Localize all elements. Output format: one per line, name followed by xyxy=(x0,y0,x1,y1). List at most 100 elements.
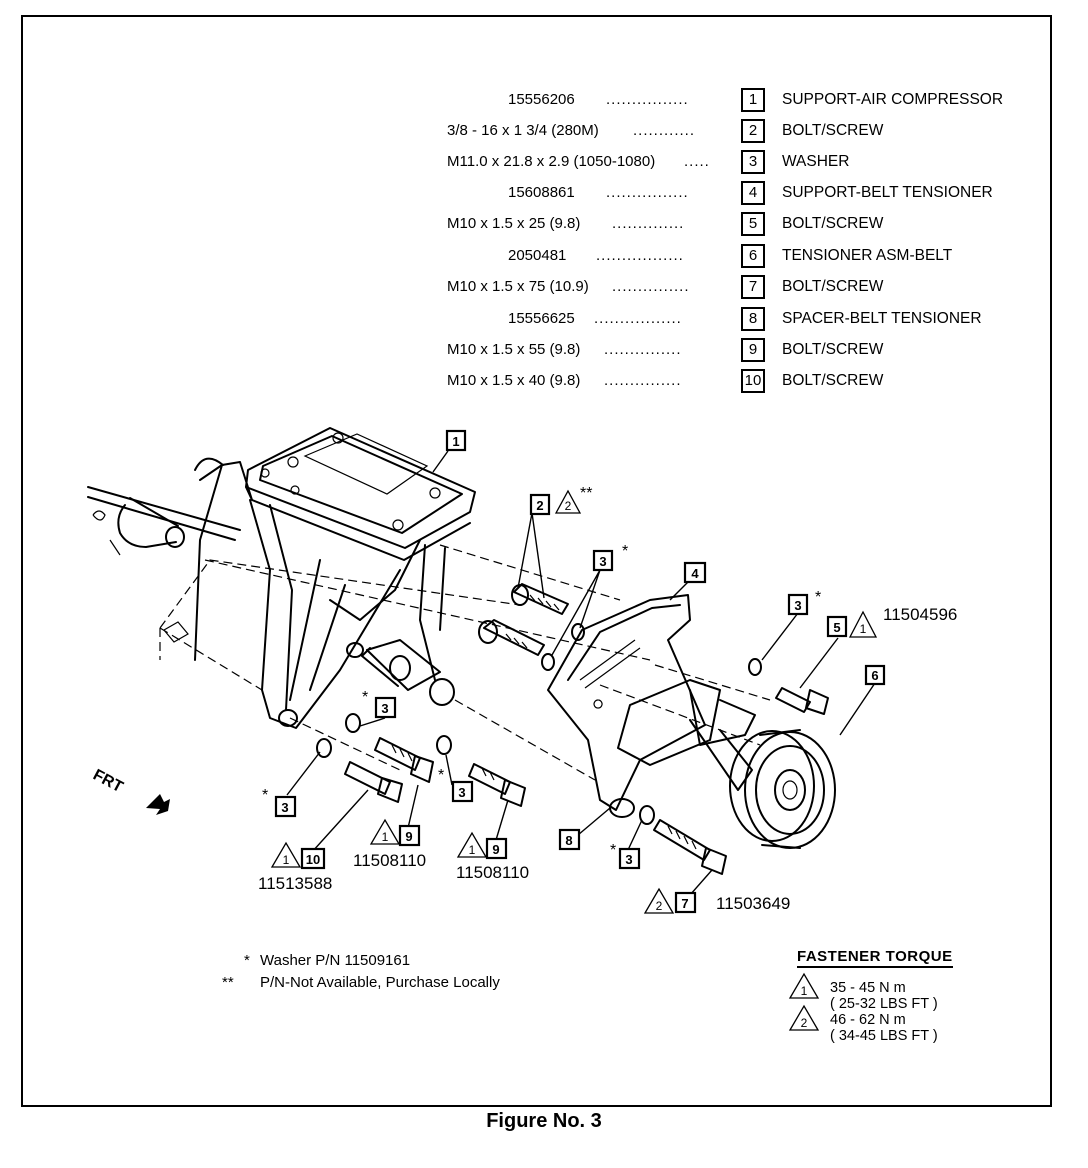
parts-row: M10 x 1.5 x 55 (9.8) ............... 9 B… xyxy=(0,338,1050,364)
part-description: BOLT/SCREW xyxy=(782,278,884,295)
callout-number: 7 xyxy=(681,896,688,911)
callout-box xyxy=(558,828,581,851)
callout-box xyxy=(864,664,886,686)
part-description: BOLT/SCREW xyxy=(782,215,884,232)
leader-lines xyxy=(286,450,876,896)
parts-row: M10 x 1.5 x 75 (10.9) ............... 7 … xyxy=(0,275,1050,301)
parts-row: 15556625 ................. 8 SPACER-BELT… xyxy=(0,307,1050,333)
footnote: **P/N-Not Available, Purchase Locally xyxy=(222,974,500,996)
alignment-lines xyxy=(159,544,771,781)
callout-box xyxy=(445,429,467,452)
callout-number: 3 xyxy=(794,598,801,613)
torque-spec-number: 2 xyxy=(565,499,572,513)
part-spec: 2050481 xyxy=(508,247,567,264)
part-description: BOLT/SCREW xyxy=(782,122,884,139)
part-number-box: 2 xyxy=(741,119,765,143)
torque-value-imperial: ( 34-45 LBS FT ) xyxy=(830,1028,938,1044)
callout-number: 1 xyxy=(452,434,459,449)
callout-number: 2 xyxy=(536,498,543,513)
part-number-box: 8 xyxy=(741,307,765,331)
torque-triangle-icon xyxy=(848,610,878,638)
callout-box xyxy=(826,615,848,638)
bolts xyxy=(316,583,829,875)
parts-row: M11.0 x 21.8 x 2.9 (1050-1080) ..... 3 W… xyxy=(0,150,1050,176)
leader-dots: ............... xyxy=(612,278,690,295)
part-description: WASHER xyxy=(782,153,850,170)
torque-spec-number: 1 xyxy=(382,830,389,844)
parts-row: M10 x 1.5 x 40 (9.8) ............... 10 … xyxy=(0,369,1050,395)
part-spec: 15608861 xyxy=(508,184,575,201)
tensioner-asm-belt xyxy=(617,679,836,849)
part-spec: M10 x 1.5 x 40 (9.8) xyxy=(447,372,581,389)
footnote-text: Washer P/N 11509161 xyxy=(260,952,411,969)
part-spec: M10 x 1.5 x 25 (9.8) xyxy=(447,215,581,232)
footnote: * Washer P/N 11509161 xyxy=(222,952,500,974)
callout-number: 6 xyxy=(871,668,878,683)
note-marker: ** xyxy=(580,485,592,502)
parts-row: M10 x 1.5 x 25 (9.8) .............. 5 BO… xyxy=(0,212,1050,238)
callout-number: 4 xyxy=(691,566,699,581)
part-spec: 3/8 - 16 x 1 3/4 (280M) xyxy=(447,122,599,139)
callout-number: 3 xyxy=(458,785,465,800)
fastener-torque-legend: FASTENER TORQUE 35 - 45 N m ( 25-32 LBS … xyxy=(790,948,953,1044)
part-spec: 15556206 xyxy=(508,91,575,108)
callout-number: 3 xyxy=(599,554,606,569)
engine-block-fragment xyxy=(87,486,241,556)
callout-box xyxy=(787,593,809,616)
torque-triangle-icon xyxy=(554,489,582,514)
callouts: 1 2 2 ** 3 * 4 3 * 5 1 11504596 6 3 * 3 … xyxy=(258,429,957,1031)
torque-title: FASTENER TORQUE xyxy=(797,948,953,968)
part-number-box: 10 xyxy=(741,369,765,393)
leader-dots: ............... xyxy=(604,341,682,358)
torque-spec: 35 - 45 N m ( 25-32 LBS FT ) 46 - 62 N m… xyxy=(830,980,990,1044)
parts-row: 15556206 ................ 1 SUPPORT-AIR … xyxy=(0,88,1050,114)
torque-triangle-icon xyxy=(643,887,675,914)
front-direction-indicator: FRT xyxy=(90,767,170,815)
torque-spec-number: 1 xyxy=(860,622,867,636)
torque-triangle-icon xyxy=(369,818,401,845)
torque-value: 46 - 62 N m xyxy=(830,1012,906,1028)
note-marker: * xyxy=(622,543,628,560)
torque-spec-number: 2 xyxy=(801,1016,808,1030)
callout-box xyxy=(674,891,697,914)
callout-box xyxy=(618,847,641,870)
leader-dots: ..... xyxy=(684,153,710,170)
part-number-label: 11513588 xyxy=(258,874,332,893)
part-description: SUPPORT-AIR COMPRESSOR xyxy=(782,91,1004,108)
part-number-box: 7 xyxy=(741,275,765,299)
part-number-box: 5 xyxy=(741,212,765,236)
callout-number: 3 xyxy=(381,701,388,716)
support-belt-tensioner xyxy=(547,594,706,818)
callout-box xyxy=(300,847,326,870)
part-spec: M10 x 1.5 x 75 (10.9) xyxy=(447,278,589,295)
part-number-box: 1 xyxy=(741,88,765,112)
torque-triangle-icon xyxy=(456,831,488,858)
torque-triangle-icon xyxy=(788,1004,820,1031)
callout-number: 3 xyxy=(625,852,632,867)
note-marker: * xyxy=(244,952,250,969)
note-marker: * xyxy=(815,589,821,606)
part-description: BOLT/SCREW xyxy=(782,372,884,389)
part-number-box: 3 xyxy=(741,150,765,174)
torque-triangle-icon xyxy=(788,972,820,999)
part-number-label: 11508110 xyxy=(456,863,529,882)
part-number-label: 11508110 xyxy=(353,851,426,870)
part-description: BOLT/SCREW xyxy=(782,341,884,358)
torque-value: 35 - 45 N m xyxy=(830,980,906,996)
torque-spec-number: 1 xyxy=(801,984,808,998)
torque-spec-number: 1 xyxy=(283,853,290,867)
callout-box xyxy=(451,780,474,803)
part-spec: M11.0 x 21.8 x 2.9 (1050-1080) xyxy=(447,153,656,170)
note-marker: * xyxy=(262,787,268,804)
part-number-box: 6 xyxy=(741,244,765,268)
footnotes: * Washer P/N 11509161 **P/N-Not Available… xyxy=(222,952,500,996)
callout-number: 9 xyxy=(492,842,499,857)
callout-number: 8 xyxy=(565,833,572,848)
note-marker: * xyxy=(438,767,444,784)
callout-box xyxy=(274,795,297,818)
part-number-box: 4 xyxy=(741,181,765,205)
part-description: SPACER-BELT TENSIONER xyxy=(782,310,982,327)
note-marker: * xyxy=(362,689,368,706)
footnote-text: P/N-Not Available, Purchase Locally xyxy=(260,974,500,991)
